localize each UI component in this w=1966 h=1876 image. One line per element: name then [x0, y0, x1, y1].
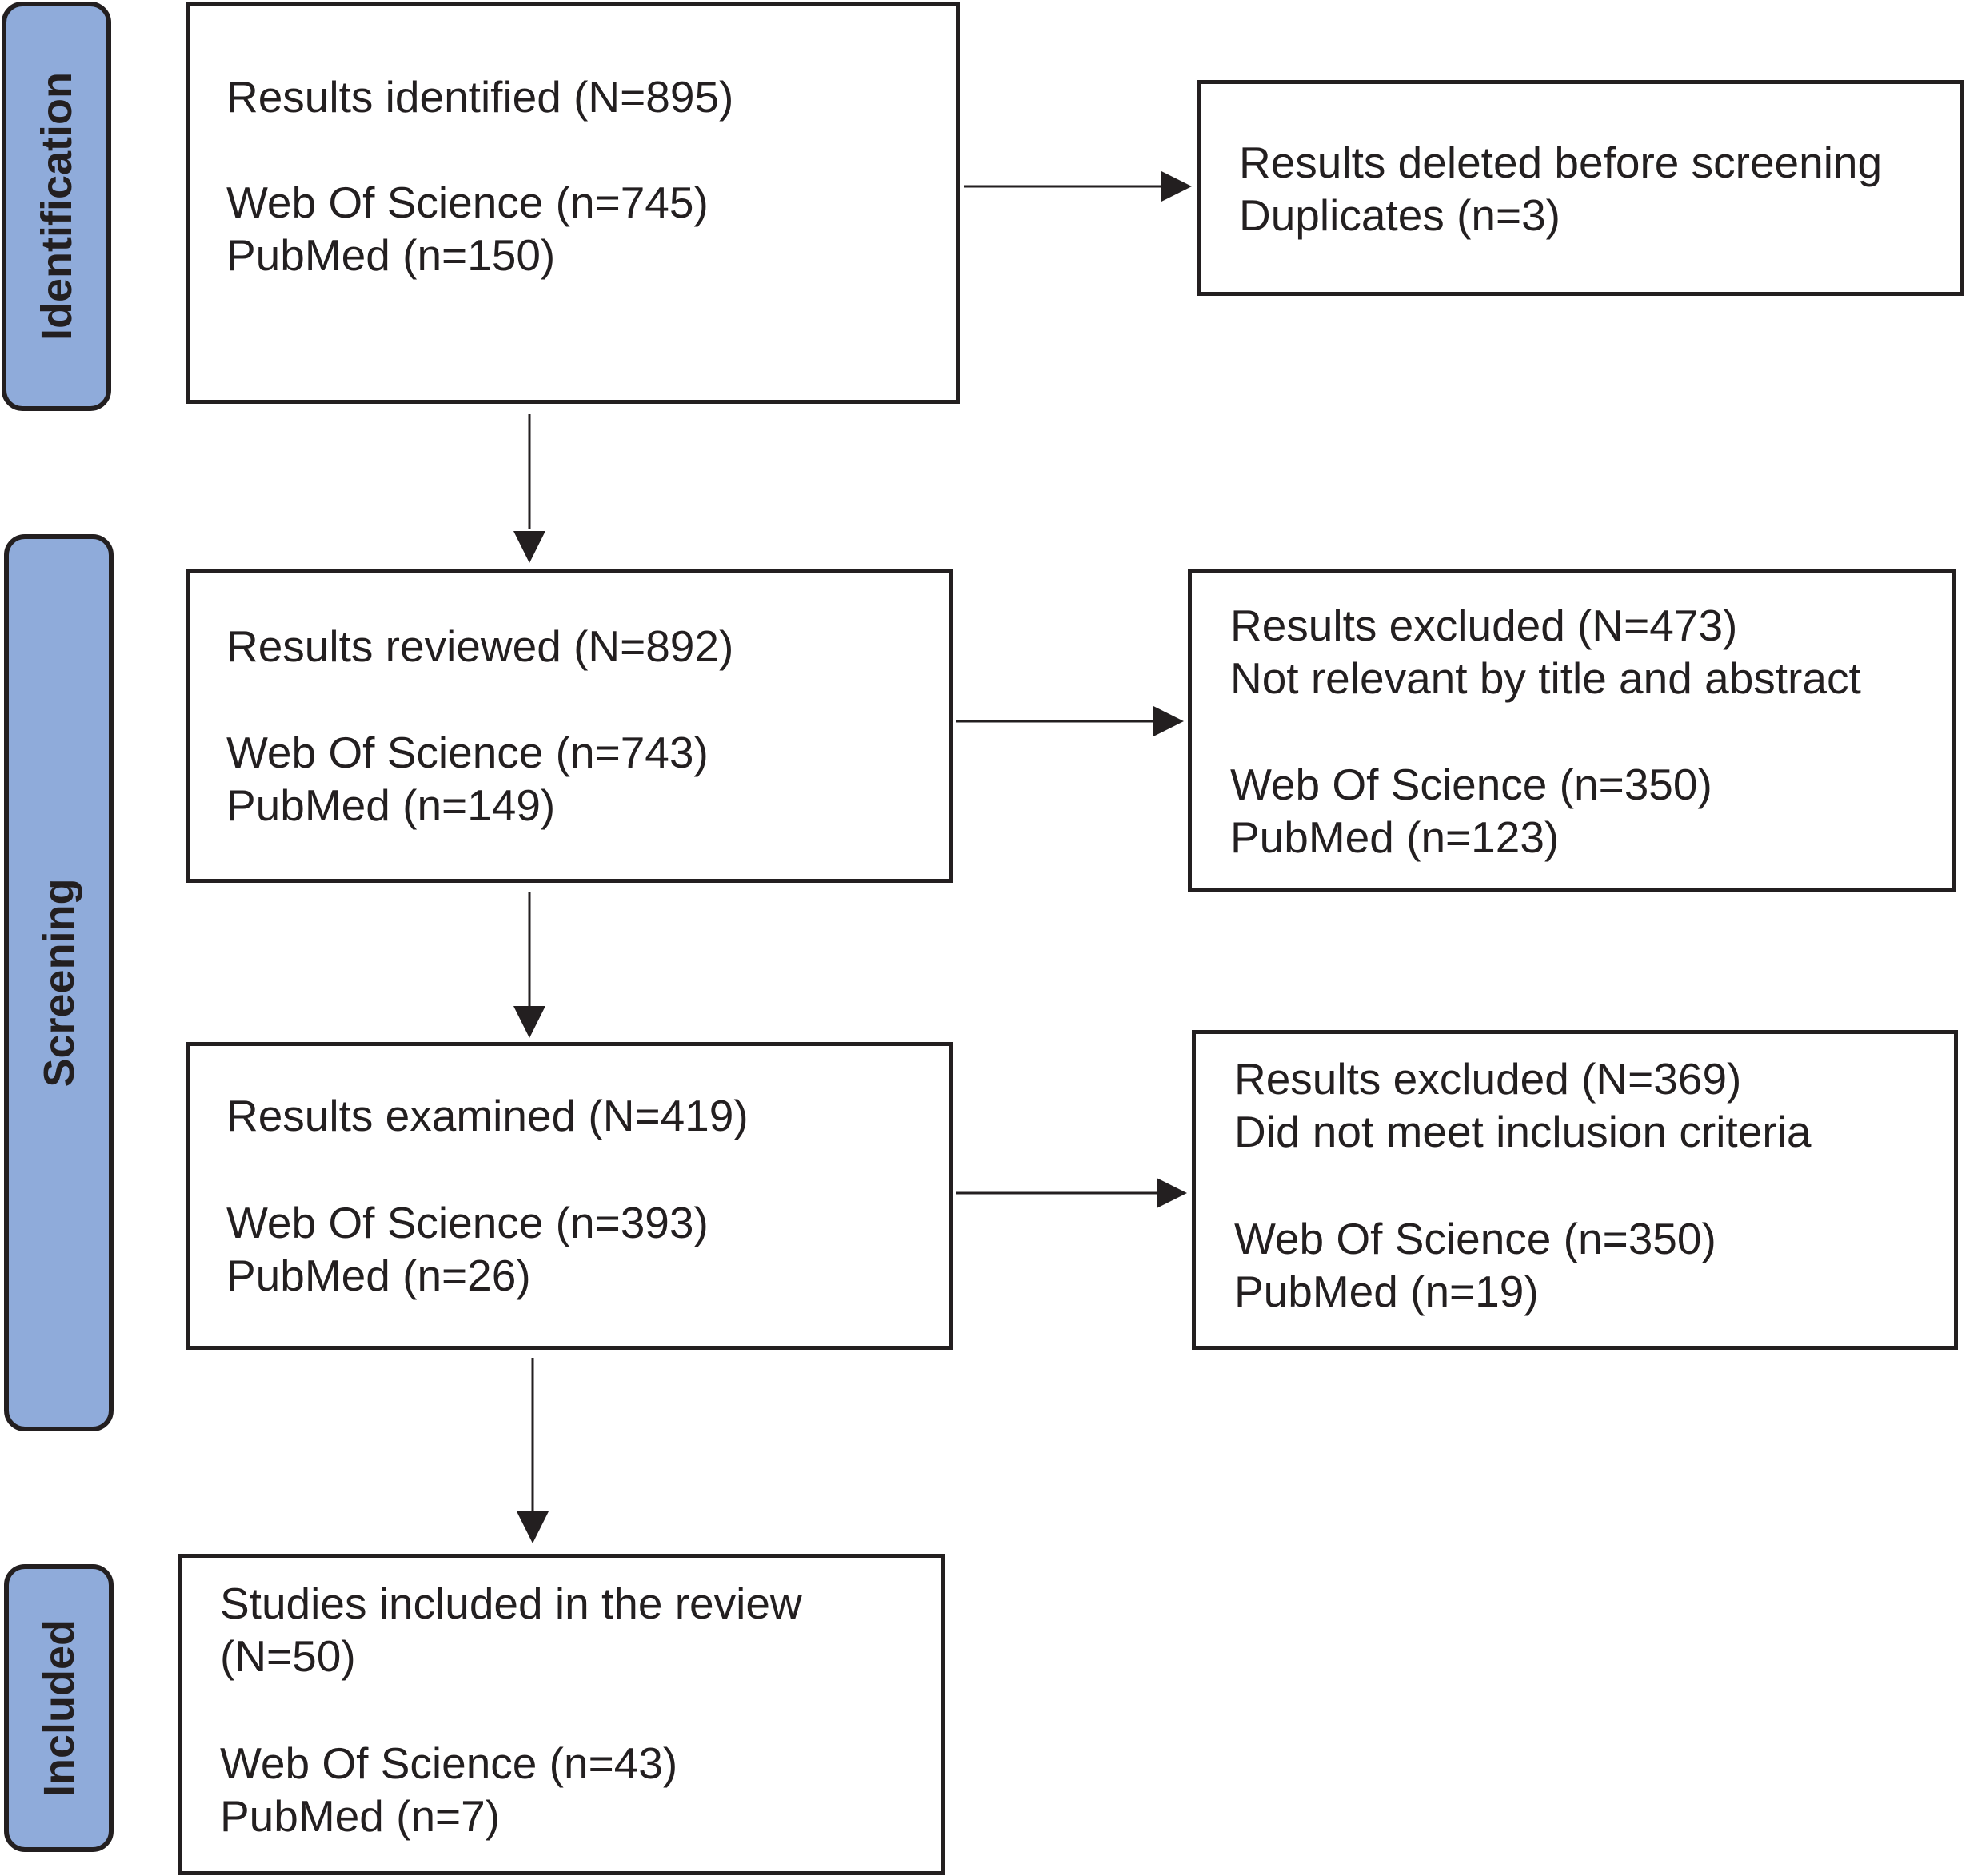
identified-pubmed: PubMed (n=150) — [226, 230, 556, 280]
phase-identification: Identification — [2, 2, 111, 411]
excluded-title-heading: Results excluded (N=473) — [1230, 601, 1738, 650]
arrowhead-excluded-criteria — [1157, 1178, 1187, 1208]
included-pubmed: PubMed (n=7) — [220, 1791, 501, 1841]
box-results-deleted — [1197, 80, 1964, 296]
arrowhead-examined — [513, 1006, 545, 1038]
examined-wos: Web Of Science (n=393) — [226, 1198, 709, 1247]
arrowhead-included — [517, 1511, 549, 1543]
deleted-title: Results deleted before screening — [1239, 138, 1883, 187]
identified-wos: Web Of Science (n=745) — [226, 178, 709, 227]
examined-pubmed: PubMed (n=26) — [226, 1251, 531, 1300]
excluded-title-reason: Not relevant by title and abstract — [1230, 653, 1861, 703]
excluded-title-pubmed: PubMed (n=123) — [1230, 812, 1560, 862]
reviewed-title: Results reviewed (N=892) — [226, 621, 734, 671]
excluded-criteria-wos: Web Of Science (n=350) — [1234, 1214, 1716, 1263]
phase-screening: Screening — [4, 534, 114, 1431]
reviewed-wos: Web Of Science (n=743) — [226, 728, 709, 777]
box-studies-included — [178, 1554, 945, 1875]
included-wos: Web Of Science (n=43) — [220, 1738, 678, 1788]
arrowhead-excluded-title — [1153, 706, 1184, 736]
deleted-duplicates: Duplicates (n=3) — [1239, 190, 1560, 240]
box-results-excluded-criteria — [1192, 1030, 1958, 1350]
arrowhead-deleted — [1161, 171, 1192, 202]
identified-title: Results identified (N=895) — [226, 72, 734, 122]
excluded-criteria-pubmed: PubMed (n=19) — [1234, 1267, 1539, 1316]
included-title-line1: Studies included in the review — [220, 1579, 802, 1628]
reviewed-pubmed: PubMed (n=149) — [226, 780, 556, 830]
box-results-reviewed — [186, 569, 953, 883]
box-results-examined — [186, 1042, 953, 1350]
excluded-criteria-heading: Results excluded (N=369) — [1234, 1054, 1742, 1104]
included-title-line2: (N=50) — [220, 1631, 356, 1681]
excluded-title-wos: Web Of Science (n=350) — [1230, 760, 1712, 809]
arrowhead-reviewed — [513, 531, 545, 563]
excluded-criteria-reason: Did not meet inclusion criteria — [1234, 1107, 1812, 1156]
phase-included: Included — [4, 1564, 114, 1852]
box-results-identified — [186, 2, 960, 404]
box-results-excluded-title — [1188, 569, 1956, 892]
examined-title: Results examined (N=419) — [226, 1091, 749, 1140]
